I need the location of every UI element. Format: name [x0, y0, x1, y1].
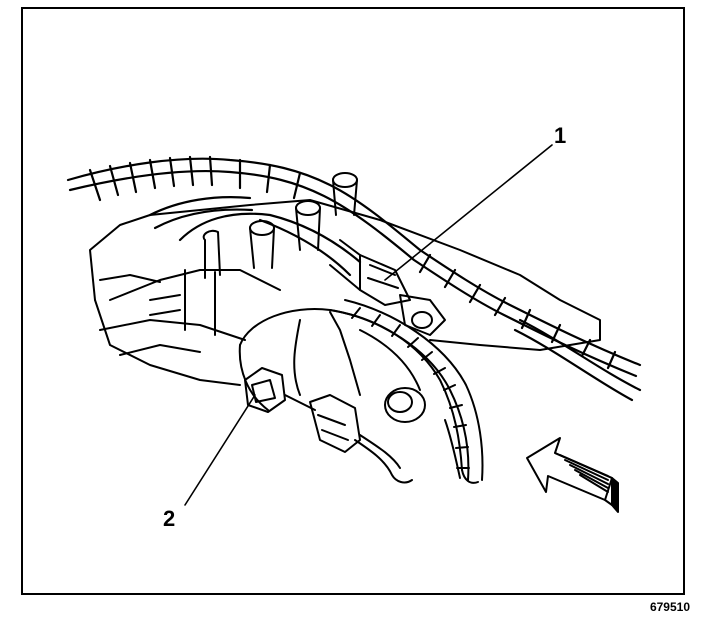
intake-tubes [202, 172, 358, 279]
leader-lines [184, 144, 553, 506]
leader-line-2 [184, 394, 256, 506]
direction-arrow [526, 437, 619, 513]
component-1-connector [329, 239, 446, 336]
callout-label-1: 1 [554, 123, 567, 148]
leader-line-1 [384, 144, 553, 281]
wiring-harness-main [66, 155, 642, 402]
callout-label-2: 2 [163, 506, 176, 531]
harness-conduit-cover [329, 299, 484, 484]
illustration-frame [21, 7, 685, 595]
engine-block [89, 199, 601, 386]
component-2-sensor [244, 367, 413, 484]
figure-number: 679510 [649, 600, 690, 614]
